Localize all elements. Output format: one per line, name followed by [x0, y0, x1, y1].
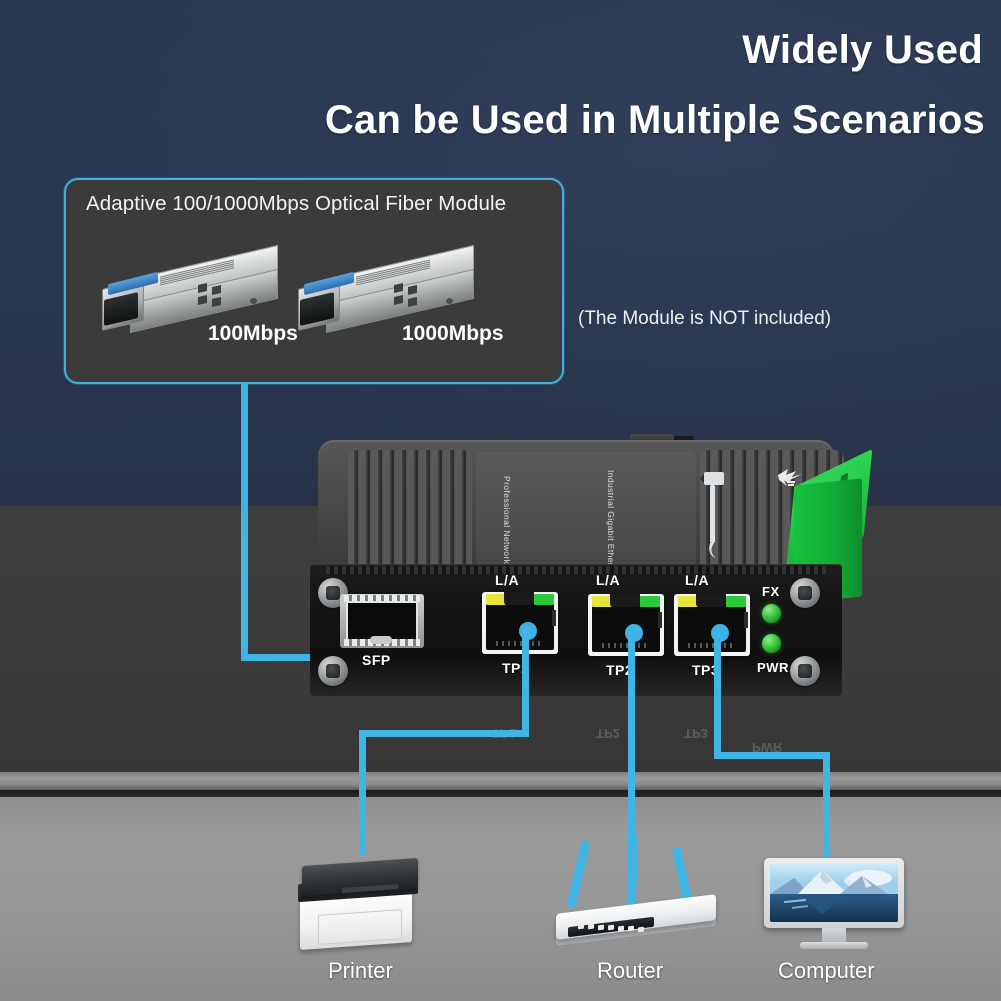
wire-tp2-seg1 — [628, 630, 635, 910]
pwr-status-led — [762, 634, 781, 653]
device-top-plate: Professional Network Solution Industrial… — [476, 452, 802, 609]
device-front-panel: SFP L/A L/A L/A TP1 TP2 — [310, 564, 842, 696]
wire-tp1-seg2 — [359, 730, 529, 737]
wire-tp3-seg2 — [714, 752, 830, 759]
sfp-port-label: SFP — [362, 652, 391, 668]
industrial-ethernet-switch: Professional Network Solution Industrial… — [300, 434, 873, 734]
caption-router: Router — [597, 958, 664, 983]
rj45-port-tp3[interactable] — [674, 594, 750, 656]
panel-screw-bottom-right — [790, 656, 820, 686]
rj45-port-tp1[interactable] — [482, 592, 558, 654]
sfp-module-callout: Adaptive 100/1000Mbps Optical Fiber Modu… — [64, 178, 564, 384]
table-edge-highlight — [0, 772, 1001, 790]
wire-tp3-seg1 — [714, 630, 721, 752]
printer-icon — [296, 857, 420, 950]
la-label-3: L/A — [685, 572, 710, 588]
device-top-housing: Professional Network Solution Industrial… — [318, 440, 844, 609]
monitor-icon — [764, 858, 904, 954]
reflection-tp3: TP3 — [684, 726, 708, 741]
tool-pictogram-icon — [700, 472, 724, 558]
page-subtitle: Can be Used in Multiple Scenarios — [324, 98, 985, 142]
tp3-label: TP3 — [692, 662, 720, 678]
tp2-label: TP2 — [606, 662, 634, 678]
sfp-module-100-label: 100Mbps — [208, 322, 298, 345]
heatsink-fins-left — [348, 450, 472, 566]
sfp-module-1000-label: 1000Mbps — [402, 322, 504, 345]
page-title: Widely Used — [742, 28, 983, 72]
certification-mark-icon — [778, 469, 802, 486]
callout-title: Adaptive 100/1000Mbps Optical Fiber Modu… — [86, 192, 507, 215]
fx-status-led — [762, 604, 781, 623]
panel-screw-top-right — [790, 578, 820, 608]
table-edge-shadow — [0, 790, 1001, 797]
wire-tp1-seg3 — [359, 730, 366, 856]
sfp-module-100: 100Mbps — [102, 244, 302, 345]
caption-computer: Computer — [778, 958, 875, 983]
panel-screw-bottom-left — [318, 656, 348, 686]
monitor-wallpaper — [770, 864, 898, 922]
wire-tp1-seg1 — [522, 628, 529, 736]
caption-printer: Printer — [328, 958, 393, 983]
sfp-port-cage[interactable] — [340, 594, 424, 648]
rj45-port-tp2[interactable] — [588, 594, 664, 656]
fx-led-label: FX — [762, 584, 780, 599]
router-icon — [556, 833, 720, 952]
la-label-1: L/A — [495, 572, 520, 588]
module-not-included-note: (The Module is NOT included) — [578, 308, 832, 329]
wire-tp3-seg3 — [823, 752, 830, 860]
sfp-module-1000: 1000Mbps — [298, 244, 508, 345]
wire-sfp-vertical — [241, 384, 248, 658]
pwr-led-label: PWR — [757, 660, 789, 675]
la-label-2: L/A — [596, 572, 621, 588]
reflection-tp2: TP2 — [596, 726, 620, 741]
